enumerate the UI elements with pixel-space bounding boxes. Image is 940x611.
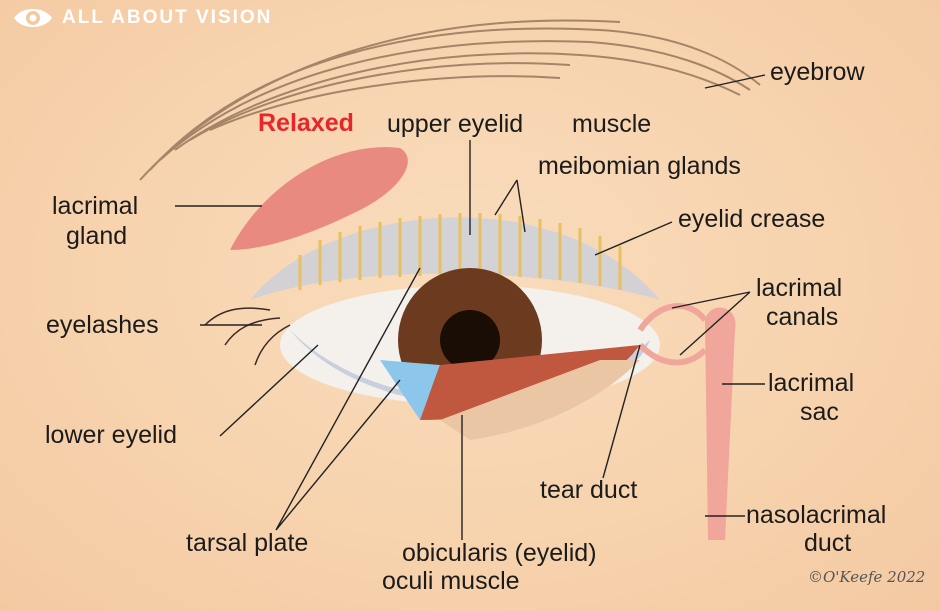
label-lacrimal-canals-1: lacrimal xyxy=(756,274,843,302)
logo-text: ALL ABOUT VISION xyxy=(62,7,273,28)
lacrimal-gland xyxy=(230,147,408,250)
label-lacrimal-canals-2: canals xyxy=(766,303,839,331)
label-lacrimal-gland-1: lacrimal xyxy=(52,192,139,220)
lacrimal-canals xyxy=(637,303,708,366)
eyelashes xyxy=(204,307,291,366)
orbicularis-muscle xyxy=(420,345,640,420)
label-tear-duct: tear duct xyxy=(540,476,638,504)
label-eyebrow: eyebrow xyxy=(770,58,865,86)
artist-signature: ©O'Keefe 2022 xyxy=(808,568,926,586)
label-relaxed: Relaxed xyxy=(258,109,354,137)
leader-lines xyxy=(175,74,766,540)
label-obicularis: obicularis (eyelid) xyxy=(402,539,597,567)
label-meibomian-glands: meibomian glands xyxy=(538,152,741,180)
label-eyelid-crease: eyelid crease xyxy=(678,205,826,233)
eyebrow-hair xyxy=(139,19,761,181)
meibomian-glands xyxy=(298,213,622,290)
pupil xyxy=(440,310,500,370)
tarsal-plate xyxy=(380,360,440,420)
label-lacrimal-sac-1: lacrimal xyxy=(768,369,855,397)
label-eyelashes: eyelashes xyxy=(46,311,159,339)
label-muscle: muscle xyxy=(572,110,652,138)
label-lacrimal-sac-2: sac xyxy=(800,398,839,426)
label-lacrimal-gland-2: gland xyxy=(66,222,128,250)
label-lower-eyelid: lower eyelid xyxy=(45,421,178,449)
orbicularis-flap xyxy=(440,360,640,440)
all-about-vision-logo: ALL ABOUT VISION xyxy=(12,5,272,31)
lacrimal-sac xyxy=(705,307,736,540)
label-nasolacrimal-1: nasolacrimal xyxy=(746,501,887,529)
lower-eyelid xyxy=(290,330,650,407)
label-nasolacrimal-2: duct xyxy=(804,529,852,557)
upper-eyelid xyxy=(250,217,660,300)
label-upper-eyelid: upper eyelid xyxy=(387,110,524,138)
eye-logo-icon xyxy=(14,9,52,27)
label-tarsal-plate: tarsal plate xyxy=(186,529,309,557)
label-oculi-muscle: oculi muscle xyxy=(382,567,520,595)
